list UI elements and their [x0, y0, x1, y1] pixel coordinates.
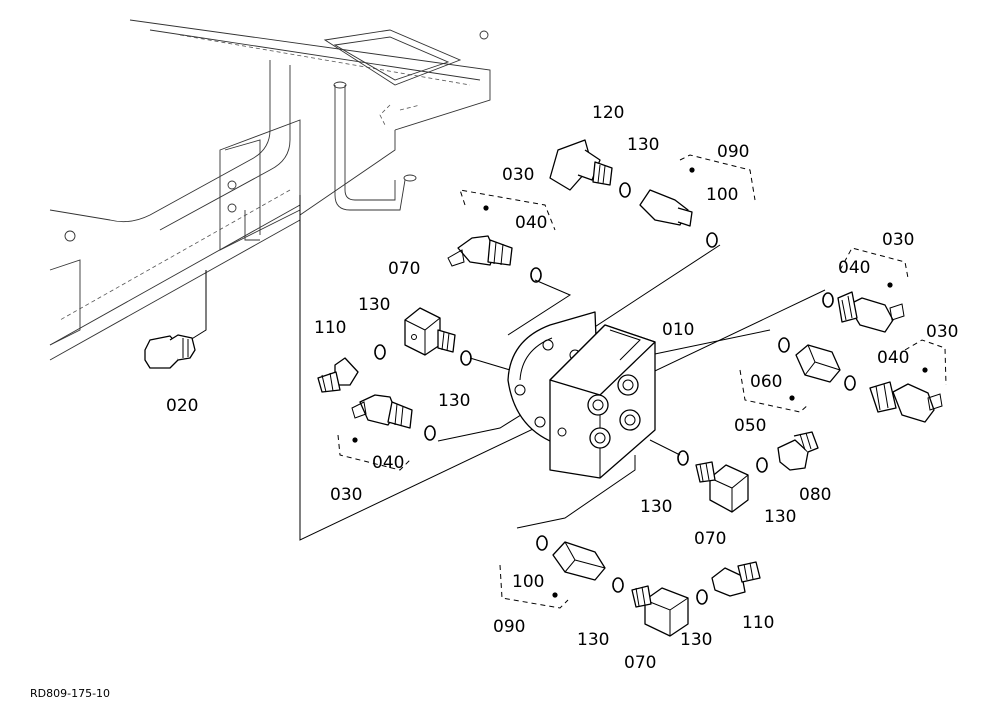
tee-070-right: [695, 461, 749, 513]
elbow-030-upper: [447, 205, 513, 267]
callout-040: 040: [372, 453, 404, 473]
callout-130: 130: [627, 135, 659, 155]
callout-130: 130: [640, 497, 672, 517]
callout-090: 090: [493, 617, 525, 637]
callout-090: 090: [717, 142, 749, 162]
callout-010: 010: [662, 320, 694, 340]
valve-block-010: [507, 311, 656, 479]
callout-030: 030: [330, 485, 362, 505]
plug-020: [144, 334, 196, 369]
callout-130: 130: [680, 630, 712, 650]
sensor-120: [549, 139, 613, 191]
callout-120: 120: [592, 103, 624, 123]
nipple-110-bottom: [711, 561, 761, 597]
callout-080: 080: [799, 485, 831, 505]
callout-130: 130: [764, 507, 796, 527]
tee-070-left: [404, 307, 456, 356]
tee-070-bottom: [631, 585, 689, 637]
elbow-030-lower-left: [351, 394, 413, 443]
callout-030: 030: [502, 165, 534, 185]
adapter-050-right: [789, 344, 841, 401]
callout-070: 070: [388, 259, 420, 279]
elbow-030-right-lower: [869, 367, 943, 423]
callout-130: 130: [438, 391, 470, 411]
callout-130: 130: [358, 295, 390, 315]
callout-100: 100: [706, 185, 738, 205]
callout-040: 040: [877, 348, 909, 368]
nipple-110-left: [317, 357, 359, 393]
assembly-brackets: [337, 154, 947, 609]
figure-code: RD809-175-10: [30, 687, 110, 700]
callout-110: 110: [314, 318, 346, 338]
callout-060: 060: [750, 372, 782, 392]
frame-chassis: [49, 19, 491, 361]
adapter-090-bottom: [552, 541, 606, 598]
callout-030: 030: [882, 230, 914, 250]
callout-labels: 120 130 090 100 030 040 070 130 110 130 …: [166, 103, 958, 673]
callout-030: 030: [926, 322, 958, 342]
adapter-090-top: [639, 167, 695, 227]
callout-020: 020: [166, 396, 198, 416]
callout-040: 040: [515, 213, 547, 233]
nipple-080-right: [777, 431, 819, 471]
callout-110: 110: [742, 613, 774, 633]
callout-050: 050: [734, 416, 766, 436]
callout-040: 040: [838, 258, 870, 278]
callout-130: 130: [577, 630, 609, 650]
callout-100: 100: [512, 572, 544, 592]
callout-070: 070: [624, 653, 656, 673]
o-rings: [374, 182, 856, 605]
callout-070: 070: [694, 529, 726, 549]
elbow-030-right-upper: [837, 282, 905, 333]
